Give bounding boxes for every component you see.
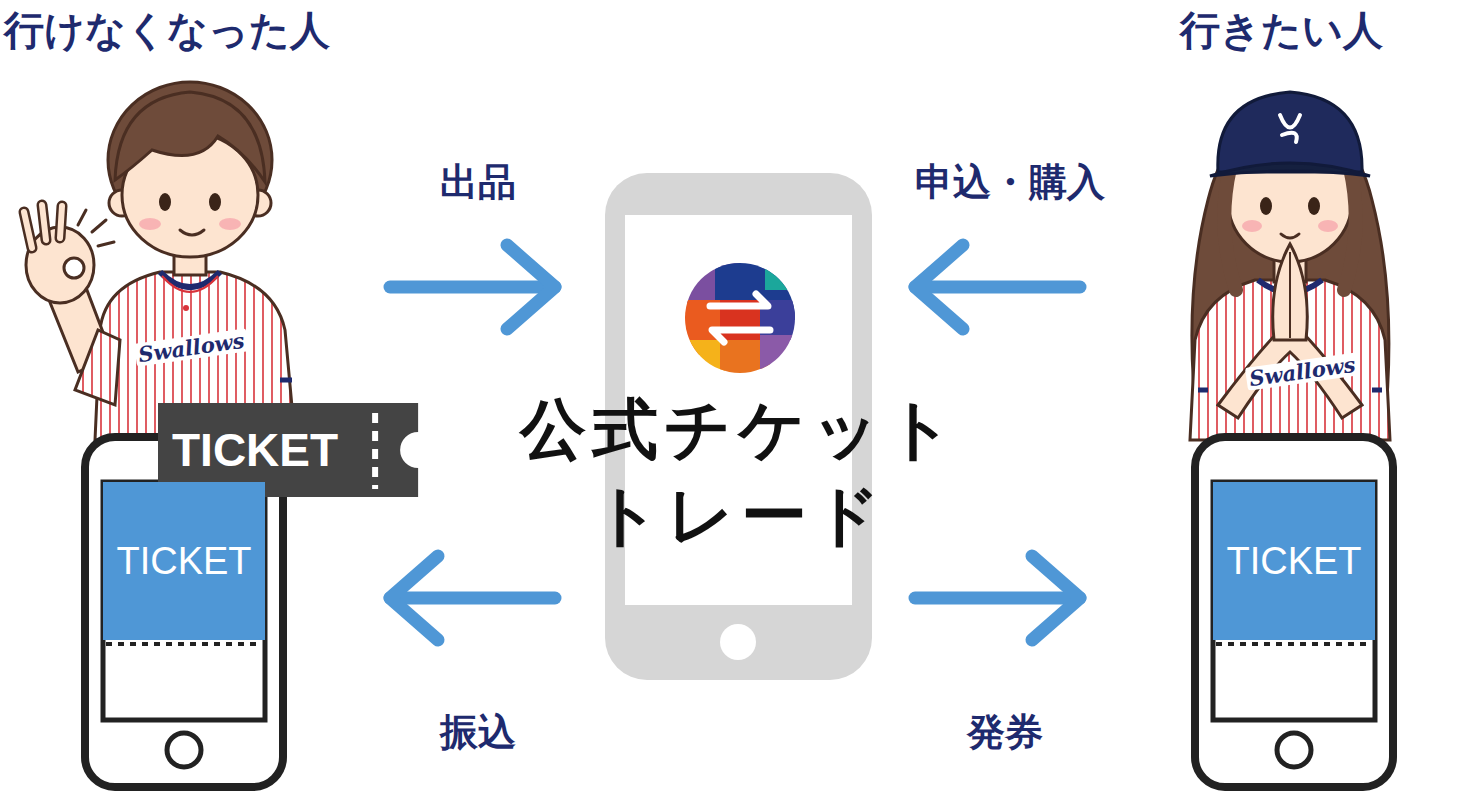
arrow-shaft — [915, 592, 1080, 605]
right-person-part — [1318, 220, 1338, 232]
flow-arrow — [390, 556, 555, 640]
trade-phone: 公式チケット トレード — [510, 173, 970, 680]
right-person-part — [1308, 197, 1320, 215]
right-person-part — [1218, 92, 1362, 172]
right-person — [1190, 92, 1390, 440]
left-person — [24, 82, 295, 440]
home-button — [720, 624, 756, 660]
left-person-part — [24, 205, 62, 248]
right-phone-part — [1195, 437, 1393, 787]
ticket-text: TICKET — [116, 542, 251, 580]
arrow-head — [1032, 556, 1080, 640]
stub-perforation — [372, 413, 378, 489]
right-person-part — [1289, 252, 1291, 338]
ticket-screen: TICKET — [103, 482, 265, 640]
left-phone — [85, 437, 283, 787]
flow-arrow — [915, 245, 1080, 329]
left-person-part — [139, 218, 161, 230]
right-person-part — [1242, 220, 1262, 232]
ticket-text: TICKET — [172, 427, 338, 473]
right-person-part — [1273, 244, 1308, 340]
logo-tile — [760, 335, 795, 373]
logo — [685, 263, 795, 373]
left-person-part — [90, 378, 292, 383]
edge-label: 振込 — [440, 710, 516, 756]
logo-tile — [765, 263, 795, 290]
person-group: 行きたい人 TICKET — [1140, 0, 1478, 795]
ticket-text: TICKET — [1226, 542, 1361, 580]
arrow-shaft — [390, 592, 555, 605]
logo-arrows — [710, 294, 770, 342]
title-text: 公式チケット トレード — [510, 387, 970, 559]
left-person-part — [159, 193, 171, 211]
right-phone-part — [1216, 642, 1372, 646]
arrow-shaft — [915, 281, 1080, 294]
logo-tile — [685, 340, 725, 373]
left-person-part — [219, 218, 241, 230]
left-person-part — [64, 258, 84, 278]
edge-label: 申込・購入 — [915, 160, 1105, 206]
right-phone-part — [1213, 482, 1375, 720]
jersey-logo: Swallows — [1245, 352, 1360, 391]
left-phone-part — [103, 482, 265, 720]
left-person-part — [162, 276, 218, 292]
right-person-part — [1344, 168, 1356, 290]
right-person-part — [1281, 234, 1299, 238]
left-person-part — [115, 92, 265, 182]
arrow-shaft — [390, 281, 555, 294]
left-person-part — [209, 193, 221, 211]
edge-label: 発券 — [967, 710, 1043, 756]
person-group: 行けなくなった人 TICKET TICKET — [0, 0, 380, 795]
edge-label: 出品 — [440, 160, 516, 206]
left-person-part — [180, 230, 204, 235]
left-person-part — [24, 205, 62, 248]
left-phone-part — [106, 642, 262, 646]
left-phone-part — [85, 437, 283, 787]
left-person-part — [183, 305, 189, 311]
right-person-part — [1224, 168, 1236, 290]
left-person-part — [78, 210, 114, 246]
right-phone — [1195, 437, 1393, 787]
right-person-part — [1260, 197, 1272, 215]
right-phone-part — [1277, 733, 1311, 767]
heading: 行きたい人 — [1180, 6, 1383, 54]
right-person-part — [1198, 388, 1382, 393]
jersey-logo: Swallows — [134, 328, 249, 367]
left-phone-part — [167, 733, 201, 767]
right-person-part — [1218, 334, 1362, 418]
flow-arrow — [390, 245, 555, 329]
right-person-part — [1280, 115, 1300, 142]
arrow-head — [507, 245, 555, 329]
left-person-part — [75, 330, 120, 405]
arrow-head — [915, 245, 963, 329]
right-person-part — [1210, 163, 1370, 176]
arrow-head — [390, 556, 438, 640]
ticket-screen: TICKET — [1213, 482, 1375, 640]
flow-arrow — [915, 556, 1080, 640]
heading: 行けなくなった人 — [4, 6, 330, 54]
